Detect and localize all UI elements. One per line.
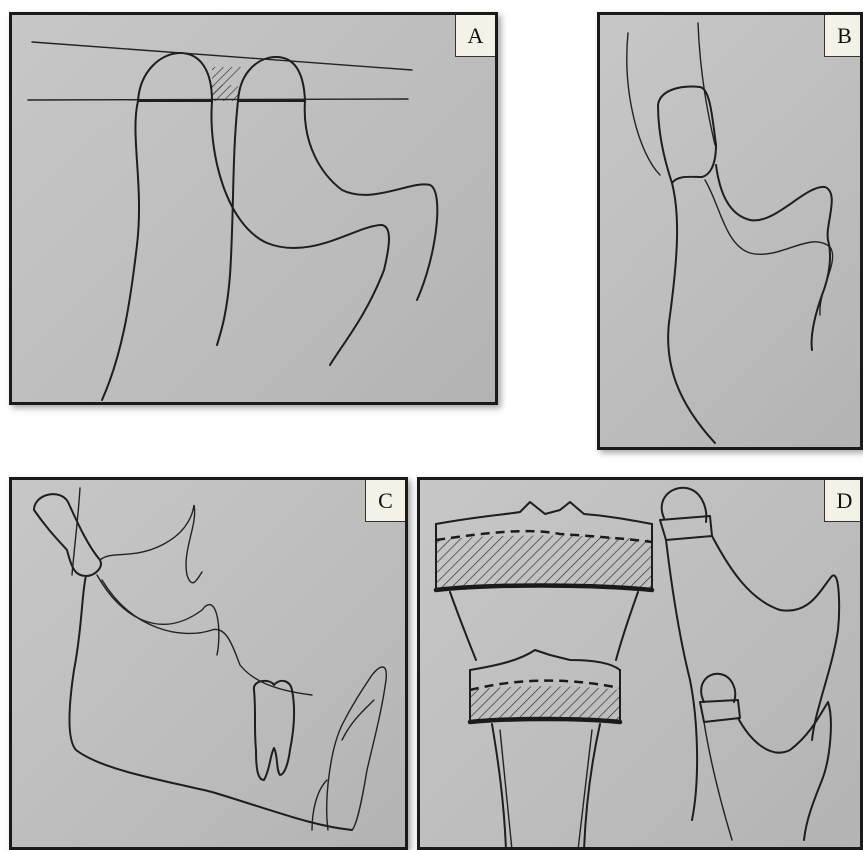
ramus-posterior-border [668,183,715,443]
epiphysis-top-outline [436,502,652,524]
mandible-lower-border [69,576,352,830]
condyle-cap-left [138,53,212,101]
condyle-cap-right [238,57,305,101]
coronoid-outline [712,536,839,740]
incisor-inner [342,700,374,740]
growth-plate-upper-line [436,586,652,591]
molar-tooth [254,681,294,780]
diaphysis-inner [500,730,592,850]
inner-outline [705,180,833,315]
growth-plate-upper-hatched [436,536,652,589]
growth-plate-lower-hatched [470,686,620,720]
ramus-posterior-border [102,101,139,400]
sigmoid-notch-curve [716,165,832,350]
diaphysis-outline [492,724,600,850]
panel-a: A [9,12,498,405]
fossa-outline-left [627,33,660,175]
panel-d: D [417,477,863,850]
condyle-diagram-b [600,15,863,450]
panel-label-b: B [824,15,863,57]
ramus-inner-line [102,580,312,695]
upper-reference-line [32,42,412,70]
condyle-diagram-a [12,15,498,405]
panel-label-c: C [365,480,405,522]
sigmoid-inner [97,575,219,655]
coronoid-outline [305,101,438,300]
panel-c: C [9,477,408,850]
fossa-line [72,488,80,575]
condyle-head-shaded [34,494,101,576]
metaphysis-flare [450,592,638,660]
sigmoid-notch-curve [211,101,389,365]
ramus-posterior-border [666,540,697,820]
inner-outline [217,101,238,345]
coronoid-outline [100,505,202,583]
growth-plate-diagram-d [420,480,863,850]
condyle-head-lower [701,674,735,702]
panel-label-a: A [455,15,495,57]
panel-label-d: D [824,480,863,522]
condyle-head-shaded [658,87,716,183]
panel-b: B [597,12,863,450]
ramus-inner-line [738,702,831,840]
condyle-cartilage-upper [660,516,712,540]
incisor-outline [327,667,387,830]
growth-plate-lower-line [470,719,620,722]
epiphysis-bottom-outline [470,650,620,670]
lower-ramus-line [704,722,732,840]
mandible-diagram-c [12,480,408,850]
condyle-cartilage-lower [700,700,740,722]
fossa-outline-right [698,23,715,145]
